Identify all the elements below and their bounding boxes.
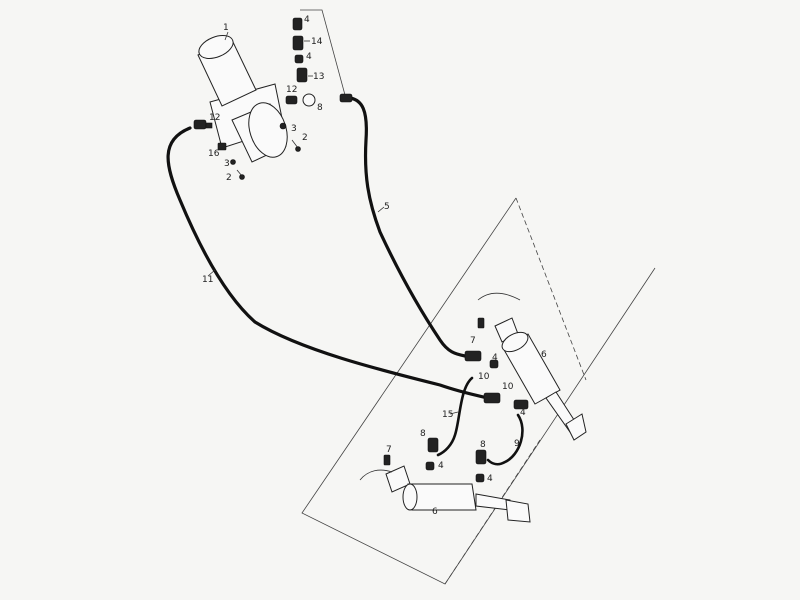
adapter-12-right	[285, 95, 298, 105]
pin-upper	[477, 317, 485, 329]
ground-curve-lower	[359, 469, 393, 481]
ground-curve-upper	[477, 292, 521, 301]
callout-7-lower: 7	[386, 445, 392, 455]
pump-leader-frame	[300, 9, 346, 96]
pressure-hose-5	[348, 96, 467, 358]
callout-10-upper: 10	[478, 372, 490, 382]
callout-8-lower-a: 8	[420, 429, 426, 439]
callout-12-left: 12	[209, 113, 220, 123]
callout-4-cyl2a: 4	[438, 461, 444, 471]
callout-4-mid: 4	[306, 52, 312, 62]
pump-motor	[197, 35, 288, 163]
callout-12-right: 12	[286, 85, 297, 95]
callout-2-right: 2	[302, 133, 308, 143]
bolt-right	[279, 122, 301, 152]
elbow-lower-a	[425, 437, 439, 471]
callout-4-cyl2b: 4	[487, 474, 493, 484]
bolt-left	[217, 142, 245, 180]
assembly-frame-dashed	[444, 197, 587, 585]
return-hose-11	[166, 126, 490, 400]
callout-6-upper: 6	[541, 350, 547, 360]
pin-lower	[383, 454, 391, 466]
callout-10-lower: 10	[502, 382, 514, 392]
callout-4-cyl1a: 4	[492, 353, 498, 363]
cylinder-lower	[385, 465, 531, 523]
callout-14: 14	[311, 37, 323, 47]
callout-6-lower: 6	[432, 507, 438, 517]
callout-9: 9	[514, 439, 520, 449]
callout-7-upper: 7	[470, 336, 476, 346]
callout-13: 13	[313, 72, 324, 82]
callout-8-lower-b: 8	[480, 440, 486, 450]
valve-stack	[292, 17, 353, 107]
callout-4-cyl1b: 4	[520, 408, 526, 418]
callout-8-top: 8	[317, 103, 323, 113]
callout-2-left: 2	[226, 173, 232, 183]
callout-3-left: 3	[224, 159, 230, 169]
callout-11: 11	[202, 275, 213, 285]
callout-1: 1	[223, 23, 229, 33]
callout-3-right: 3	[291, 124, 297, 134]
elbow-lower-b	[475, 449, 487, 483]
tee-upper	[464, 350, 499, 369]
callout-16: 16	[208, 149, 220, 159]
callout-5: 5	[384, 202, 390, 212]
hose-15	[436, 376, 474, 457]
tee-lower	[483, 392, 529, 410]
cylinder-upper	[494, 317, 587, 441]
callout-15: 15	[442, 410, 453, 420]
adapter-12-left	[193, 119, 213, 130]
assembly-frame	[301, 197, 656, 585]
hose-9	[486, 413, 524, 466]
callout-4-top: 4	[304, 15, 310, 25]
